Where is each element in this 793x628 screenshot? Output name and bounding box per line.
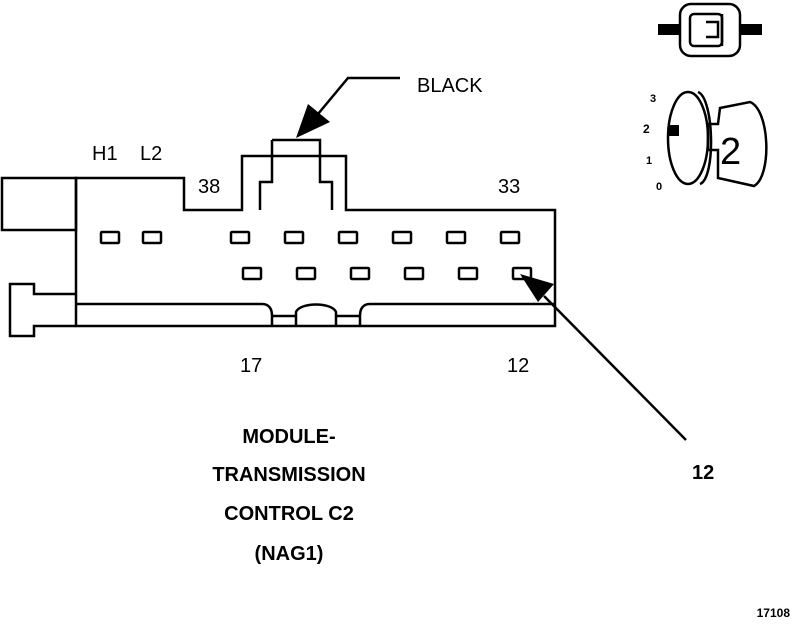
pin-row-bottom bbox=[241, 266, 533, 281]
figure-number: 17108 bbox=[757, 606, 791, 620]
pin-cavity bbox=[337, 230, 359, 245]
pin-label-12: 12 bbox=[507, 355, 529, 377]
legend-position-1: 1 bbox=[646, 155, 652, 167]
pin-cavity bbox=[445, 230, 467, 245]
pin-cavity bbox=[403, 266, 425, 281]
pin-label-33: 33 bbox=[498, 176, 520, 198]
title-line-2: TRANSMISSION bbox=[212, 464, 365, 486]
connector-side-view-icon bbox=[658, 2, 762, 58]
pin-cavity bbox=[391, 230, 413, 245]
pin-label-38: 38 bbox=[198, 176, 220, 198]
color-callout-arrow bbox=[296, 76, 400, 138]
pin-cavity bbox=[499, 230, 521, 245]
color-label: BLACK bbox=[417, 75, 483, 97]
legend-position-2: 2 bbox=[643, 122, 650, 136]
pin-cavity bbox=[457, 266, 479, 281]
callout-pin-label: 12 bbox=[692, 462, 714, 484]
connector-face bbox=[0, 138, 557, 338]
title-line-4: (NAG1) bbox=[255, 543, 324, 565]
legend-position-3: 3 bbox=[650, 93, 656, 105]
position-legend-icon: 3 2 1 0 2 bbox=[643, 90, 768, 193]
pin-callout-arrow bbox=[520, 274, 687, 441]
legend-selected-number: 2 bbox=[720, 131, 741, 173]
pin-label-h1: H1 bbox=[92, 143, 118, 165]
legend-position-0: 0 bbox=[656, 181, 662, 193]
pin-row-top bbox=[99, 230, 521, 245]
pin-label-17: 17 bbox=[240, 355, 262, 377]
pin-cavity bbox=[349, 266, 371, 281]
pin-cavity bbox=[241, 266, 263, 281]
pin-cavity bbox=[141, 230, 163, 245]
title-line-3: CONTROL C2 bbox=[224, 503, 354, 525]
pin-label-l2: L2 bbox=[140, 143, 162, 165]
connector-title: MODULE- TRANSMISSION CONTROL C2 (NAG1) bbox=[212, 426, 365, 565]
title-line-1: MODULE- bbox=[242, 426, 335, 448]
pin-cavity bbox=[229, 230, 251, 245]
pin-cavity bbox=[99, 230, 121, 245]
pin-cavity bbox=[295, 266, 317, 281]
pin-cavity bbox=[283, 230, 305, 245]
